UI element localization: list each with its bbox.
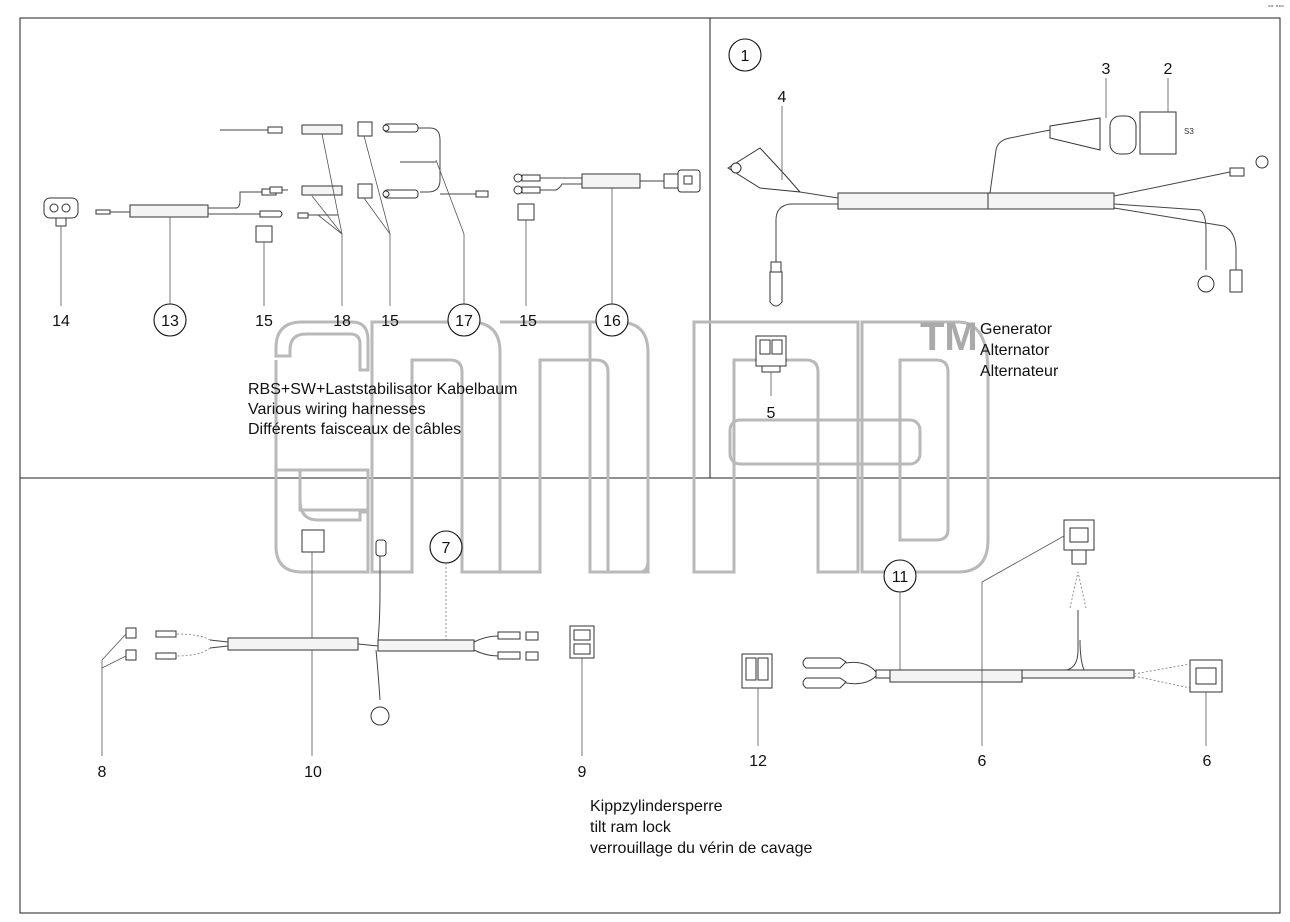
ring-terminal-icon	[370, 706, 390, 726]
callout-18: 18	[333, 313, 351, 330]
relay-icon	[755, 335, 787, 373]
caption-kippzylindersperre: Kippzylindersperre	[590, 798, 723, 815]
diagram-frame	[19, 17, 1281, 914]
callout-10: 10	[304, 764, 322, 781]
connector-icon	[43, 197, 79, 227]
callout-12: 12	[749, 753, 767, 770]
callout-circle-1	[728, 38, 762, 72]
grommet-icon	[357, 121, 373, 137]
callout-circle-17	[447, 303, 481, 337]
ring-terminal-icon	[1255, 155, 1269, 169]
watermark-tm: TM	[920, 315, 978, 359]
panel-alternator: 1 4 S3 3 2	[727, 38, 1269, 422]
watermark-a-counter	[298, 468, 370, 512]
callout-11: 11	[892, 569, 909, 586]
callout-16: 16	[603, 313, 621, 330]
grommet-icon	[517, 203, 535, 221]
callout-2: 2	[1164, 61, 1173, 78]
panel-tilt-ram-lock: 11 12 6 6 Kippzylindersperre	[590, 519, 1223, 857]
caption-line-fr: Différents faisceaux de câbles	[248, 421, 461, 438]
callout-5: 5	[767, 405, 776, 422]
callout-15b: 15	[381, 313, 399, 330]
callout-17: 17	[455, 313, 473, 330]
connector-icon	[1139, 111, 1177, 155]
caption-alternator: Alternator	[980, 342, 1050, 359]
caption-verrouillage: verrouillage du vérin de cavage	[590, 840, 812, 857]
connector-mark: S3	[1184, 127, 1194, 136]
callout-circle-16	[595, 303, 629, 337]
panel-wiring-harnesses: 14 13 15 18 15 17 15 16 RBS+SW+Laststabi…	[43, 121, 701, 438]
rubber-boot	[727, 147, 802, 193]
grommet-icon	[301, 529, 325, 553]
harness-13	[95, 188, 283, 306]
relay-icon	[741, 653, 773, 689]
corner-mark: °° °°°	[1268, 4, 1284, 12]
ring-terminal-icon	[513, 173, 523, 183]
callout-15c: 15	[519, 313, 537, 330]
caption-alternateur: Alternateur	[980, 363, 1059, 380]
caption-tilt-ram-lock: tilt ram lock	[590, 819, 672, 836]
callout-15a: 15	[255, 313, 273, 330]
watermark-d-counter	[728, 418, 922, 466]
grommet-icon	[255, 225, 273, 243]
harness-16	[513, 169, 701, 306]
caption-generator: Generator	[980, 321, 1053, 338]
callout-circle-13	[153, 303, 187, 337]
caption-line-de: RBS+SW+Laststabilisator Kabelbaum	[248, 381, 517, 398]
callout-7: 7	[442, 540, 451, 557]
callout-9: 9	[578, 764, 587, 781]
callout-4: 4	[778, 89, 787, 106]
callout-13: 13	[161, 313, 179, 330]
callout-6a: 6	[978, 753, 987, 770]
spade-terminal-icon	[802, 657, 847, 669]
callout-3: 3	[1102, 61, 1111, 78]
relay-icon	[569, 625, 595, 659]
ring-terminal-icon	[769, 271, 783, 307]
callout-8: 8	[98, 764, 107, 781]
callout-1: 1	[741, 48, 750, 65]
grommet-icon	[357, 183, 373, 199]
caption-line-en: Various wiring harnesses	[248, 401, 426, 418]
panel-harness-7: 7 8	[98, 529, 595, 781]
callout-14: 14	[52, 313, 70, 330]
watermark-logo: TM	[274, 315, 990, 574]
boot-3	[1049, 117, 1101, 151]
harness-17-18	[220, 121, 489, 306]
callout-6b: 6	[1203, 753, 1212, 770]
